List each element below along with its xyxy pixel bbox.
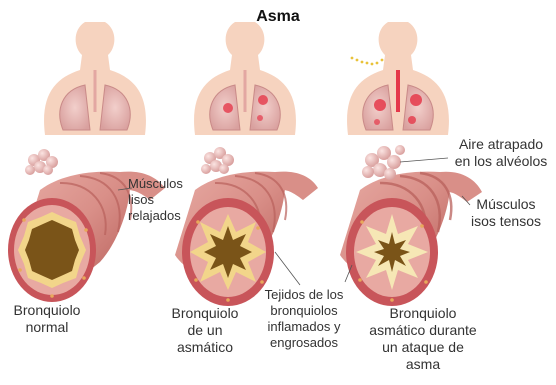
torso-attack bbox=[347, 22, 449, 135]
cross-section-attack bbox=[346, 198, 438, 306]
torso-asthmatic bbox=[194, 22, 296, 135]
alveoli-asthmatic bbox=[201, 147, 234, 174]
cross-section-normal bbox=[8, 198, 96, 302]
caption-asthmatic-bronchiole: Bronquiolo de un asmático bbox=[160, 305, 250, 356]
caption-normal-bronchiole: Bronquiolo normal bbox=[2, 302, 92, 336]
bronchiole-normal bbox=[8, 149, 165, 302]
torso-normal bbox=[44, 22, 146, 135]
label-relaxed-muscles: Músculos lisos relajados bbox=[128, 176, 188, 224]
diagram-title: Asma bbox=[0, 8, 556, 26]
label-tense-muscles: Músculos isos tensos bbox=[464, 196, 548, 230]
alveoli-normal bbox=[25, 149, 58, 175]
breath-dots bbox=[351, 57, 384, 66]
label-trapped-air: Aire atrapado en los alvéolos bbox=[448, 136, 554, 170]
bronchiole-asthmatic bbox=[175, 147, 318, 306]
caption-attack-bronchiole: Bronquiolo asmático durante un ataque de… bbox=[356, 305, 490, 373]
label-inflamed-tissue: Tejidos de los bronquiolos inflamados y … bbox=[252, 287, 356, 351]
